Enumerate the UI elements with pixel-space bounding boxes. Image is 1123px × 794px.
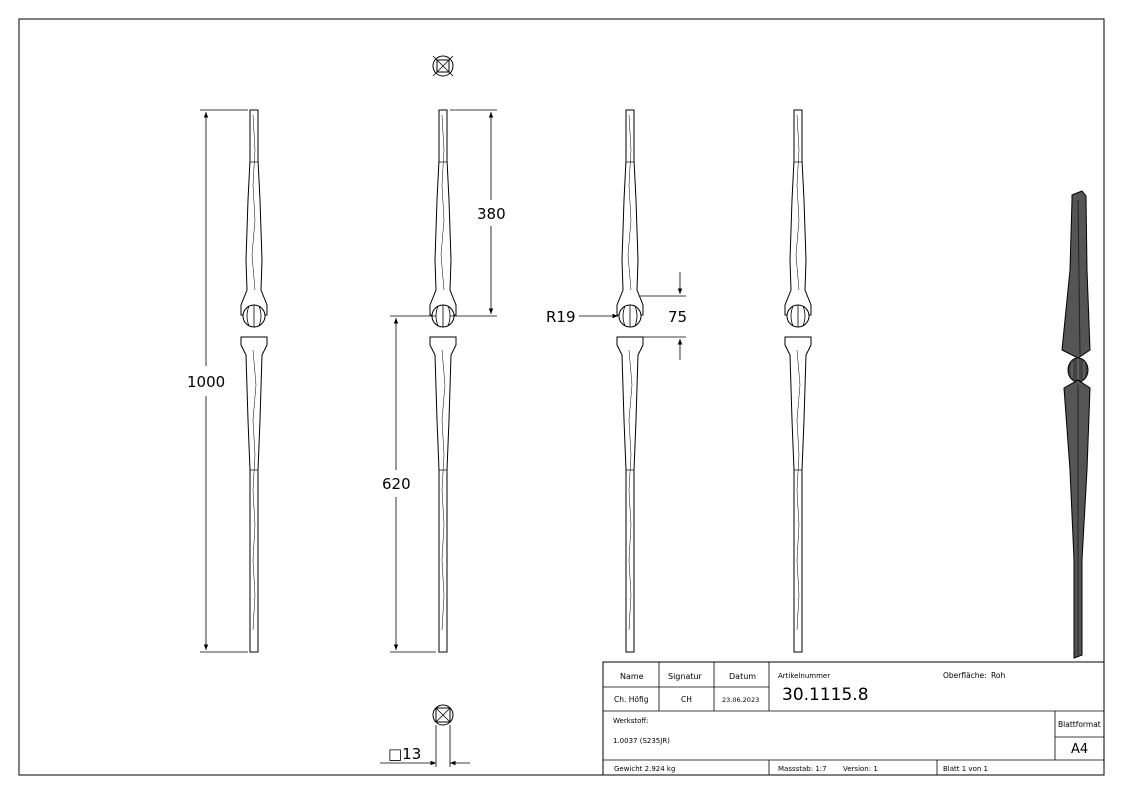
tb-oberflaeche: Roh <box>991 671 1005 680</box>
tb-version: Version: 1 <box>843 765 878 773</box>
tb-header-name: Name <box>620 672 644 681</box>
tb-signatur: CH <box>681 695 692 704</box>
dim-bar-section: □13 <box>388 745 421 763</box>
dim-75-lines <box>640 272 686 360</box>
tb-header-signatur: Signatur <box>668 672 703 681</box>
baluster-view-2 <box>429 109 457 653</box>
dim-380-lines <box>450 109 497 317</box>
dim-620-lines <box>390 315 436 653</box>
dim-lower-length: 620 <box>382 475 411 493</box>
tb-datum: 23.06.2023 <box>722 696 759 704</box>
tb-gewicht: Gewicht 2.924 kg <box>614 765 675 773</box>
tb-oberflaeche-label: Oberfläche: <box>943 671 987 680</box>
tb-blatt: Blatt 1 von 1 <box>943 765 988 773</box>
sheet-frame <box>18 18 1105 776</box>
isometric-view <box>1061 190 1091 659</box>
tb-blattformat: A4 <box>1071 742 1088 757</box>
dim-total-height: 1000 <box>187 373 225 391</box>
dim-1000-lines <box>200 109 248 653</box>
tb-artikelnummer: 30.1115.8 <box>782 685 869 705</box>
tb-massstab: Massstab: 1:7 <box>778 765 827 773</box>
tb-name: Ch. Höfig <box>614 695 649 704</box>
baluster-view-4 <box>784 109 812 653</box>
section-symbol <box>380 704 470 767</box>
dim-ball-zone: 75 <box>668 308 687 326</box>
tb-blattformat-label: Blattformat <box>1058 720 1101 729</box>
tb-werkstoff: 1.0037 (S235JR) <box>613 737 670 745</box>
tb-header-datum: Datum <box>729 672 756 681</box>
title-block <box>602 661 1105 776</box>
baluster-view-1 <box>240 109 268 653</box>
dim-upper-length: 380 <box>477 205 506 223</box>
top-view-symbol <box>432 55 454 77</box>
tb-werkstoff-label: Werkstoff: <box>613 717 649 725</box>
baluster-view-3 <box>616 109 644 653</box>
tb-artikelnummer-label: Artikelnummer <box>778 672 830 680</box>
dim-ball-radius: R19 <box>546 308 576 326</box>
